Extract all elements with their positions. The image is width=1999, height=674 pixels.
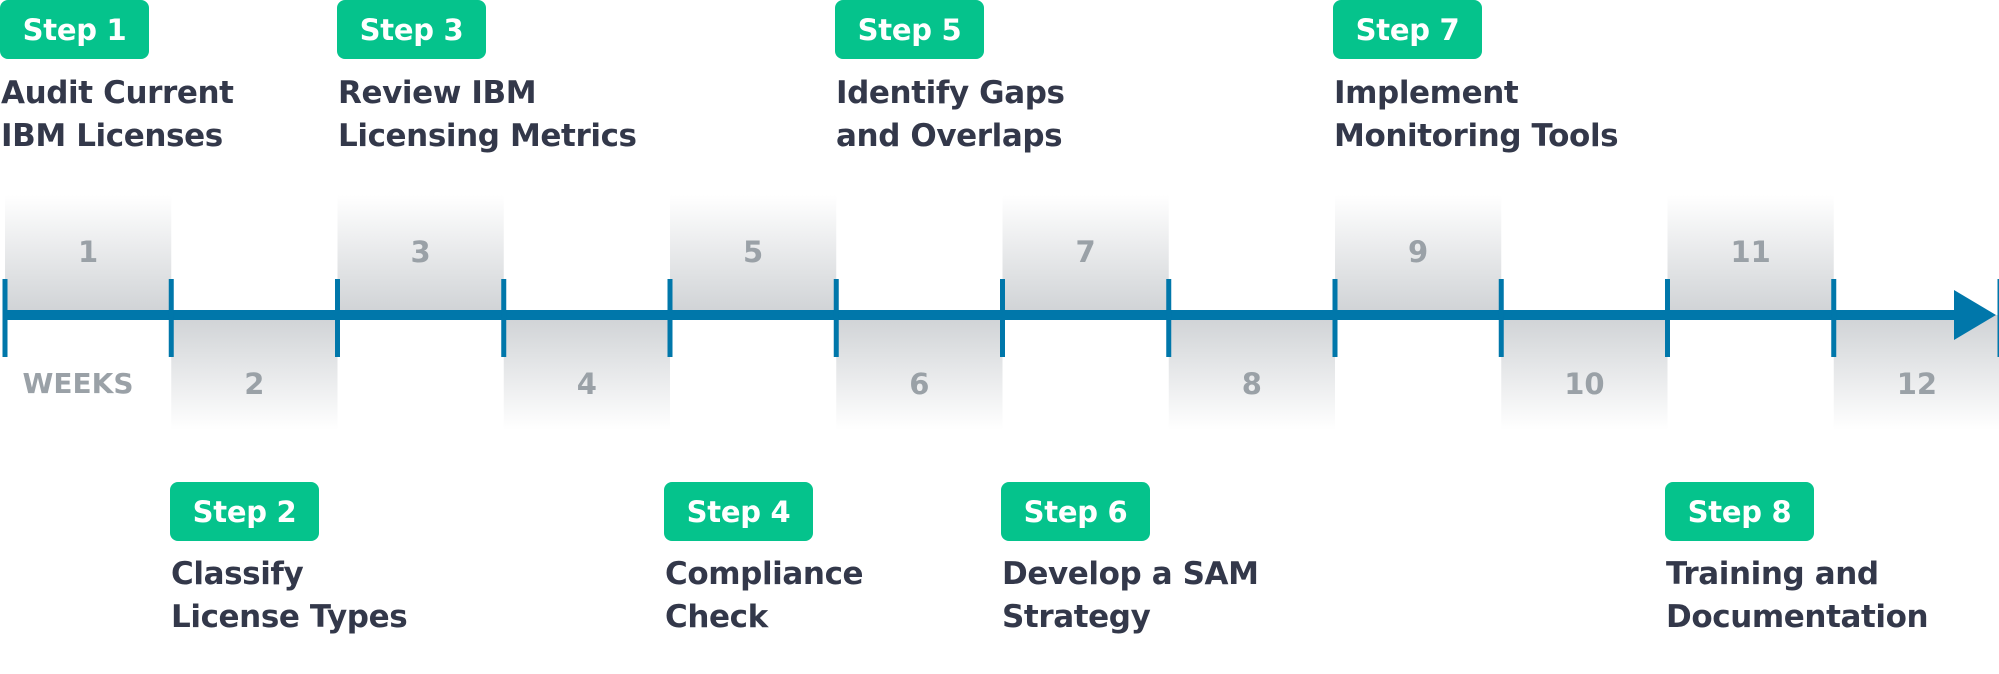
- axis-tick: [1332, 279, 1338, 357]
- axis-tick: [501, 279, 507, 357]
- week-band-10: [1501, 315, 1668, 430]
- step-3-badge: Step 3: [337, 0, 486, 59]
- step-5-title-line: Identify Gaps: [836, 75, 1065, 111]
- week-number-4: 4: [577, 367, 597, 401]
- axis-tick: [1665, 279, 1670, 357]
- step-4-title-line: Check: [665, 599, 768, 635]
- axis-tick: [1000, 279, 1005, 357]
- week-band-12: [1833, 315, 1999, 430]
- step-5-badge: Step 5: [835, 0, 984, 59]
- axis-tick: [335, 279, 340, 357]
- week-number-5: 5: [743, 235, 763, 269]
- step-6-title-line: Develop a SAM: [1002, 556, 1259, 592]
- week-number-9: 9: [1408, 235, 1428, 269]
- week-band-9: [1335, 195, 1502, 315]
- step-2-title-line: License Types: [171, 599, 408, 635]
- week-number-10: 10: [1564, 367, 1604, 401]
- axis-tick: [1498, 279, 1504, 357]
- week-band-1: [5, 195, 172, 315]
- step-2-badge: Step 2: [170, 482, 319, 541]
- step-7-title-line: Monitoring Tools: [1334, 118, 1619, 154]
- step-6-badge: Step 6: [1001, 482, 1150, 541]
- step-3-title-line: Licensing Metrics: [338, 118, 637, 154]
- week-band-6: [836, 315, 1003, 430]
- axis-tick: [1997, 279, 1999, 357]
- week-number-8: 8: [1242, 367, 1262, 401]
- timeline-axis: [2, 279, 1999, 357]
- step-6-title: Develop a SAM Strategy: [1002, 553, 1259, 639]
- step-4-title-line: Compliance: [665, 556, 864, 592]
- week-number-12: 12: [1897, 367, 1937, 401]
- week-band-11: [1667, 195, 1834, 315]
- axis-tick: [168, 279, 174, 357]
- week-number-11: 11: [1730, 235, 1770, 269]
- week-number-2: 2: [244, 367, 264, 401]
- step-7-title-line: Implement: [1334, 75, 1519, 111]
- step-7-badge: Step 7: [1333, 0, 1482, 59]
- axis-tick: [1166, 279, 1172, 357]
- step-8-title-line: Training and: [1666, 556, 1879, 592]
- step-8-title-line: Documentation: [1666, 599, 1929, 635]
- step-1-badge: Step 1: [0, 0, 149, 59]
- step-6-title-line: Strategy: [1002, 599, 1151, 635]
- axis-line: [5, 310, 1962, 320]
- weeks-axis-label: WEEKS: [22, 367, 133, 400]
- week-number-3: 3: [411, 235, 431, 269]
- step-3-title: Review IBM Licensing Metrics: [338, 72, 637, 158]
- step-1-title-line: Audit Current: [1, 75, 234, 111]
- step-3-title-line: Review IBM: [338, 75, 537, 111]
- axis-tick: [2, 279, 8, 357]
- week-number-7: 7: [1076, 235, 1096, 269]
- step-5-title: Identify Gaps and Overlaps: [836, 72, 1065, 158]
- step-4-badge: Step 4: [664, 482, 813, 541]
- week-band-8: [1168, 315, 1335, 430]
- week-number-1: 1: [78, 235, 98, 269]
- axis-tick: [667, 279, 673, 357]
- axis-tick: [1831, 279, 1837, 357]
- week-band-7: [1002, 195, 1169, 315]
- step-2-title-line: Classify: [171, 556, 304, 592]
- week-band-3: [337, 195, 504, 315]
- week-bands: [5, 195, 1999, 430]
- week-number-6: 6: [909, 367, 929, 401]
- week-band-5: [670, 195, 837, 315]
- axis-arrow-head: [1954, 290, 1996, 340]
- axis-tick: [833, 279, 839, 357]
- week-band-2: [171, 315, 338, 430]
- week-band-4: [503, 315, 670, 430]
- step-5-title-line: and Overlaps: [836, 118, 1063, 154]
- step-8-badge: Step 8: [1665, 482, 1814, 541]
- step-1-title-line: IBM Licenses: [1, 118, 223, 154]
